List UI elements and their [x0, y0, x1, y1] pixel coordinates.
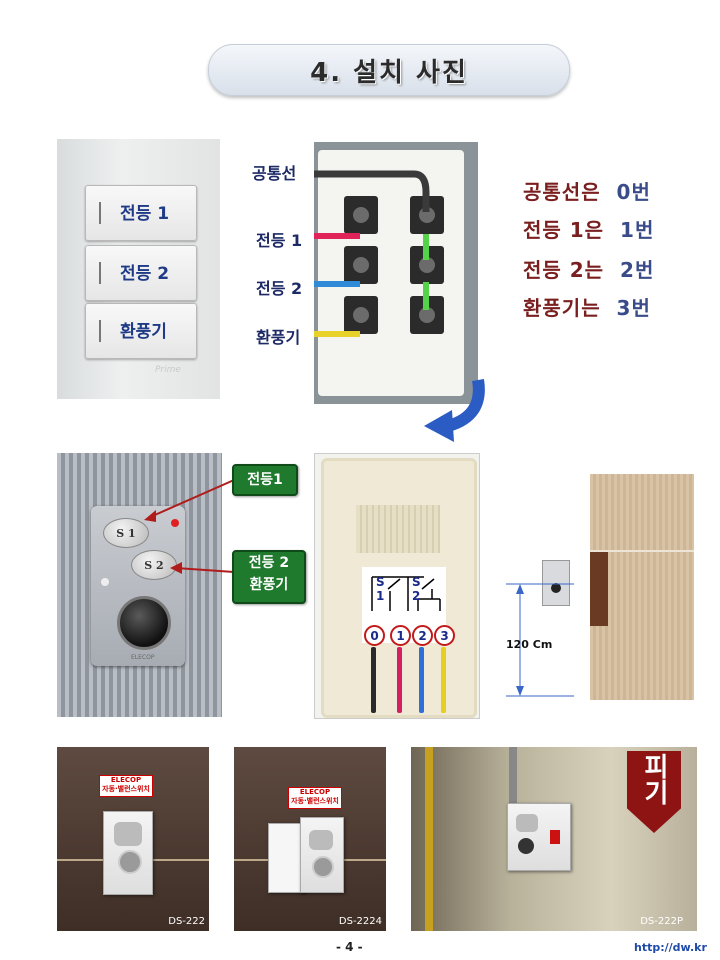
switch-key-label: 환풍기 — [120, 322, 167, 342]
brand-logo: Prime — [155, 365, 181, 375]
s1-button: S 1 — [103, 518, 149, 548]
install-photo-ds222p: 피기 DS-222P — [411, 747, 697, 931]
photo-caption: DS-2224 — [338, 916, 382, 927]
product-sticker: ELECOP 자동·밸런스위치 — [288, 787, 342, 809]
wire-pink — [397, 647, 402, 713]
door-photo — [590, 474, 694, 700]
terminal-3: 3 — [434, 625, 455, 646]
wiring-photo — [314, 142, 478, 404]
s2-button: S 2 — [131, 550, 177, 580]
install-photo-ds222: ELECOP 자동·밸런스위치 DS-222 — [57, 747, 209, 931]
curved-arrow-icon — [424, 379, 485, 442]
switch-plate — [103, 811, 153, 895]
page-number: - 4 - — [336, 940, 363, 954]
switch-key-2: 전등 2 — [85, 245, 197, 301]
wire-label-common: 공통선 — [252, 164, 297, 183]
open-box-photo: S 1 S 2 0 1 2 3 — [314, 453, 480, 719]
vent-slots — [356, 505, 440, 553]
product-sticker: ELECOP 자동·밸런스위치 — [99, 775, 153, 797]
legend-fan: 환풍기는 3번 — [523, 296, 651, 320]
callout-arrows — [144, 479, 235, 574]
switch-key-label: 전등 2 — [120, 264, 170, 284]
legend-light1: 전등 1은 1번 — [523, 218, 655, 242]
switch-key-1: 전등 1 — [85, 185, 197, 241]
light-sensor — [101, 578, 109, 586]
wire-label-fan: 환풍기 — [256, 328, 301, 347]
terminal-1: 1 — [390, 625, 411, 646]
install-photo-ds2224: ELECOP 자동·밸런스위치 DS-2224 — [234, 747, 386, 931]
callout-light1: 전등1 — [232, 464, 298, 496]
footer-url: http://dw.kr — [634, 941, 707, 954]
legend-light2: 전등 2는 2번 — [523, 258, 655, 282]
photo-caption: DS-222P — [640, 916, 683, 927]
terminal-0: 0 — [364, 625, 385, 646]
height-label: 120 Cm — [506, 638, 553, 651]
callout-light2-fan: 전등 2 환풍기 — [232, 550, 306, 604]
wiring-diagram-svg — [314, 170, 430, 337]
wire-label-light1: 전등 1 — [256, 231, 303, 250]
pir-lens — [117, 596, 171, 650]
switch-box — [507, 803, 571, 871]
red-arrow-sign: 피기 — [627, 751, 681, 833]
height-dimension-line — [506, 583, 574, 697]
legend-common: 공통선은 0번 — [523, 180, 651, 204]
box-inner: S 1 S 2 0 1 2 3 — [321, 458, 477, 718]
wire-black — [371, 647, 376, 713]
wire-blue — [419, 647, 424, 713]
led-indicator — [171, 519, 179, 527]
switch-key-3: 환풍기 — [85, 303, 197, 359]
brand-logo: ELECOP — [131, 654, 155, 661]
mini-switch-illustration — [542, 560, 570, 606]
switch-plate — [300, 817, 344, 893]
switch-key-label: 전등 1 — [120, 204, 170, 224]
photo-caption: DS-222 — [168, 916, 205, 927]
terminal-2: 2 — [412, 625, 433, 646]
wall-switch-photo: 전등 1 전등 2 환풍기 Prime — [57, 139, 220, 399]
page-title-pill: 4. 설치 사진 — [208, 44, 570, 96]
wire-label-light2: 전등 2 — [256, 279, 303, 298]
page-title: 4. 설치 사진 — [310, 57, 468, 88]
wire-yellow — [441, 647, 446, 713]
wire-common — [314, 170, 430, 212]
sensor-body: S 1 S 2 ELECOP — [91, 506, 185, 666]
